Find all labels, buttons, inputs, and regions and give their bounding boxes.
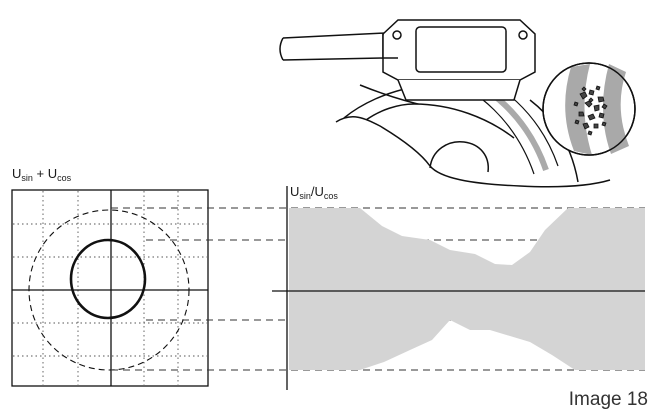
mounting-hole xyxy=(518,30,528,40)
magnetic-wheel xyxy=(335,84,611,188)
signal-band-upper xyxy=(289,208,645,291)
sensor-housing xyxy=(382,19,536,101)
magnetic-particles xyxy=(573,85,608,136)
signal-band-lower xyxy=(289,291,645,370)
signal-circle xyxy=(69,238,147,320)
sensor-cable xyxy=(279,32,386,61)
encoder-illustration xyxy=(279,19,636,188)
image-caption: Image 18 xyxy=(568,389,648,410)
ratio-label: Usin/Ucos xyxy=(290,184,338,201)
mounting-hole xyxy=(392,30,402,40)
lissajous-label: Usin + Ucos xyxy=(12,166,72,183)
magnified-inset xyxy=(542,62,636,156)
lissajous-plot xyxy=(11,189,209,387)
plot-grid xyxy=(13,191,207,385)
projection-lines xyxy=(111,207,645,371)
ratio-plot xyxy=(272,186,645,390)
plot-frame xyxy=(11,189,209,387)
reference-circle xyxy=(28,209,190,371)
